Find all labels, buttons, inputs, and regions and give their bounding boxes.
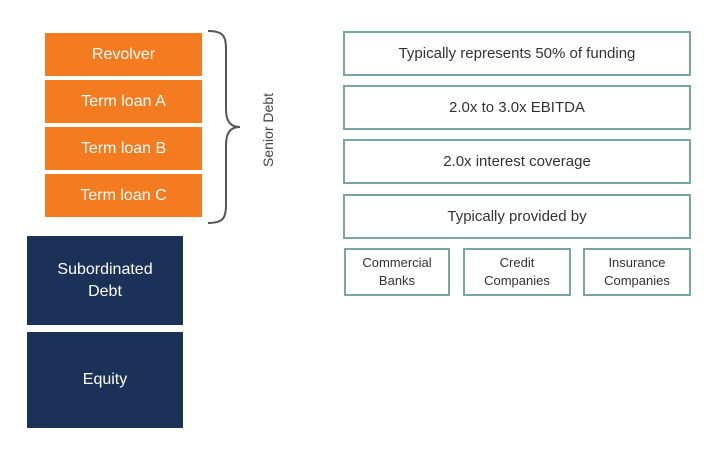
ebitda-multiple-box: 2.0x to 3.0x EBITDA bbox=[343, 85, 691, 130]
provider-line: Commercial bbox=[362, 255, 432, 270]
provider-line: Insurance bbox=[608, 255, 666, 270]
provider-line: Banks bbox=[378, 273, 416, 288]
revolver-block: Revolver bbox=[45, 33, 202, 76]
provider-line: Companies bbox=[484, 273, 550, 288]
provider-insurance-companies: Insurance Companies bbox=[583, 248, 691, 296]
subordinated-debt-block: Subordinated Debt bbox=[27, 236, 183, 325]
provided-by-box: Typically provided by bbox=[343, 194, 691, 239]
subordinated-line-1: Subordinated bbox=[57, 260, 153, 278]
senior-debt-brace-icon bbox=[207, 30, 241, 224]
subordinated-line-2: Debt bbox=[88, 282, 122, 300]
senior-debt-label: Senior Debt bbox=[260, 93, 276, 167]
provider-line: Credit bbox=[499, 255, 535, 270]
equity-block: Equity bbox=[27, 332, 183, 428]
provider-line: Companies bbox=[604, 273, 670, 288]
term-loan-b-block: Term loan B bbox=[45, 127, 202, 170]
funding-share-box: Typically represents 50% of funding bbox=[343, 31, 691, 76]
provider-commercial-banks: Commercial Banks bbox=[344, 248, 450, 296]
term-loan-a-block: Term loan A bbox=[45, 80, 202, 123]
provider-credit-companies: Credit Companies bbox=[463, 248, 571, 296]
interest-coverage-box: 2.0x interest coverage bbox=[343, 139, 691, 184]
term-loan-c-block: Term loan C bbox=[45, 174, 202, 217]
